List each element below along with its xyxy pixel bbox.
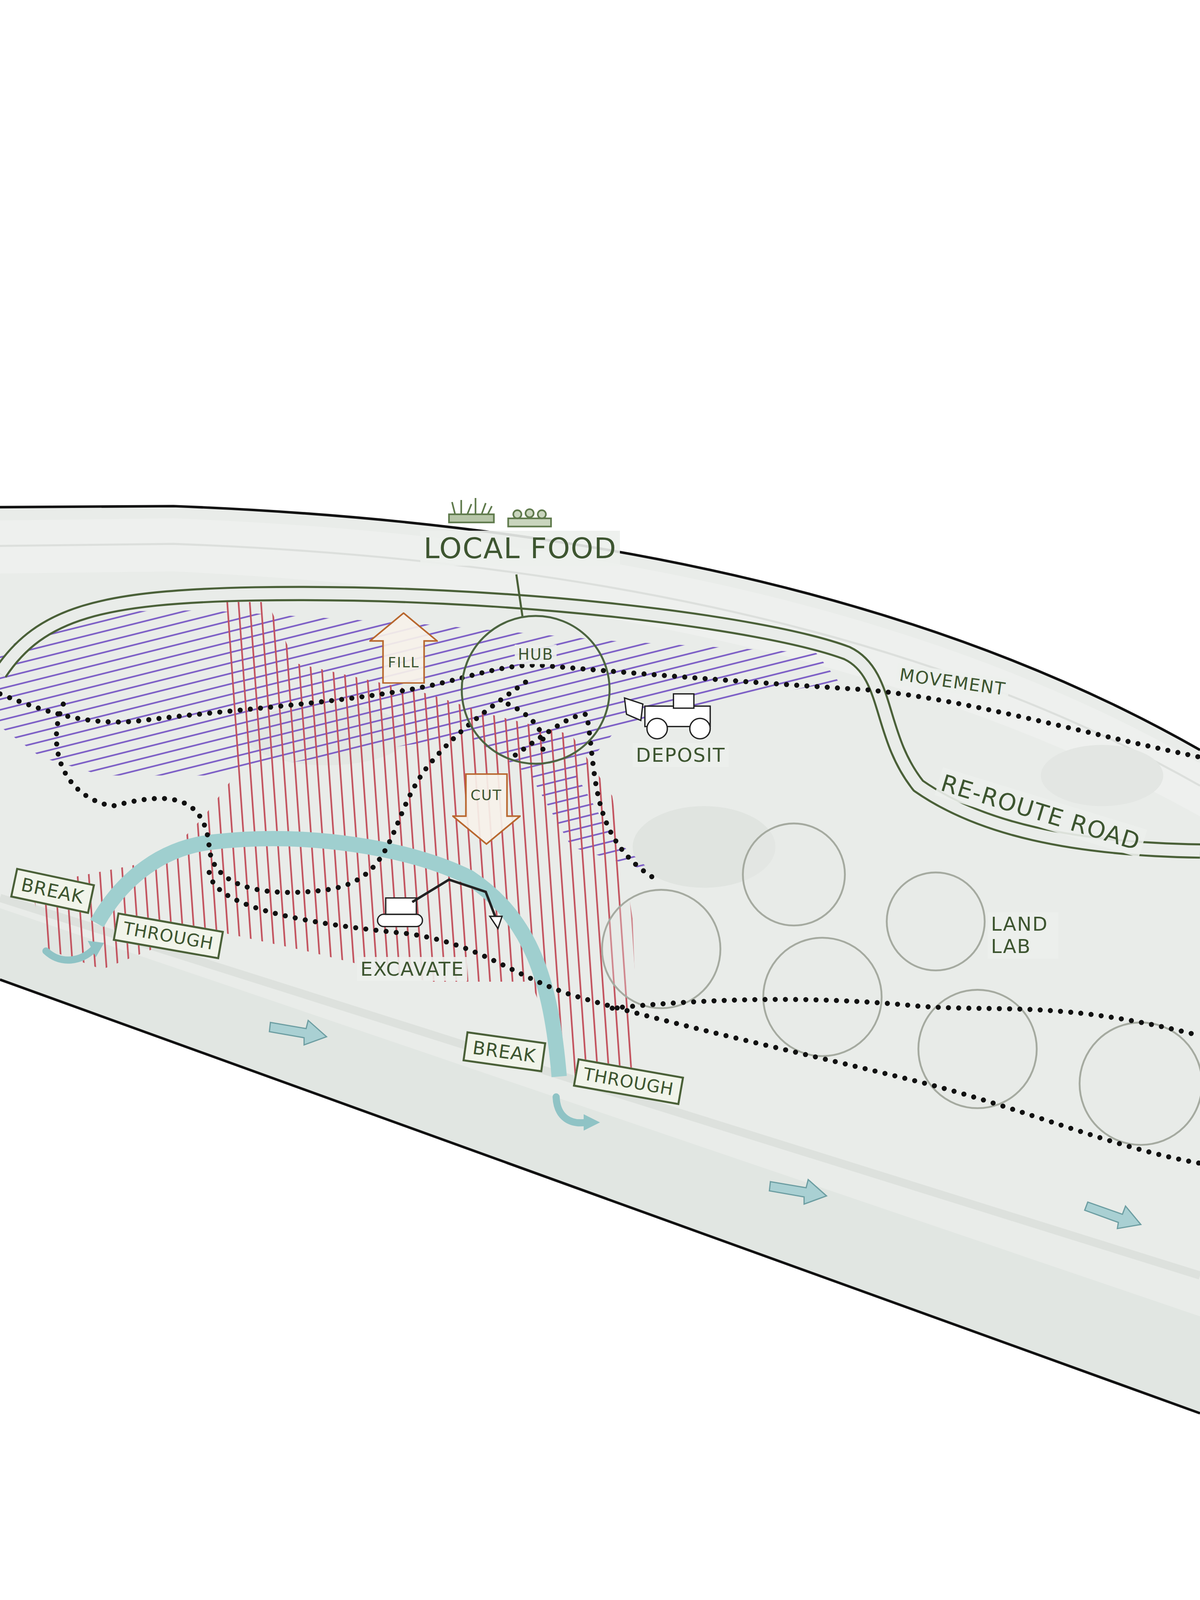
loader-icon (624, 694, 710, 740)
wheel (689, 718, 710, 739)
dotted-route (209, 872, 1200, 1164)
water-arrow-head (87, 940, 104, 957)
cut-arrow: CUT (452, 773, 521, 845)
boom (412, 879, 497, 919)
leader-line (516, 574, 523, 617)
wheel (647, 718, 668, 739)
hub-text: HUB (514, 644, 557, 665)
plot-circle (743, 823, 846, 926)
plot-circle (1079, 1022, 1200, 1145)
plant-icon (449, 498, 495, 523)
arrow-outline (452, 773, 521, 845)
arrow-shape (370, 613, 438, 684)
dotted-route (515, 714, 653, 878)
fill-arrow: FILL (369, 612, 438, 684)
flow-arrow (769, 1179, 827, 1204)
vegetable (537, 510, 546, 519)
water-arrow (45, 949, 94, 961)
water-arrow-head (583, 1114, 600, 1131)
dotted-route (507, 703, 544, 755)
flow-arrow (1084, 1201, 1142, 1229)
grass (452, 498, 493, 515)
tag-text: THROUGH (121, 917, 215, 954)
land-lab-plots (601, 823, 1200, 1146)
plot-circle (763, 937, 882, 1057)
zone-label: LAND LAB (987, 912, 1059, 959)
hub-ring (461, 615, 610, 764)
water-arrow (556, 1096, 586, 1123)
site-outline (0, 505, 1200, 1414)
hub-outline (460, 614, 612, 766)
road-label: RE-ROUTE ROAD (934, 767, 1147, 858)
break-tag: BREAK (9, 867, 95, 914)
arrow-outline (369, 612, 438, 684)
break-tag: BREAK (462, 1031, 547, 1073)
arrow-text: CUT (470, 786, 502, 804)
flow-arrow (269, 1020, 327, 1045)
action-label: DEPOSIT (632, 743, 729, 767)
tag-text: BREAK (471, 1036, 538, 1067)
plot-circle (601, 889, 721, 1008)
site-ground (0, 505, 1200, 1414)
tracks (377, 914, 423, 927)
arrow-text: FILL (388, 654, 420, 671)
dotted-route (612, 999, 1200, 1036)
cab (385, 898, 417, 915)
plot-circle (886, 872, 985, 971)
crate (507, 518, 551, 527)
planter (449, 514, 495, 523)
dotted-route (0, 665, 1200, 758)
vegetable (525, 509, 534, 518)
arrow-shape (452, 774, 520, 845)
heading-label: LOCAL FOOD (420, 530, 620, 566)
movement-routes (0, 665, 1200, 1164)
excavator-icon (377, 879, 502, 929)
aerial-patch (1040, 745, 1163, 807)
through-tag: THROUGH (572, 1058, 685, 1106)
vegetable (513, 510, 522, 519)
cut-hatch (30, 601, 639, 1084)
dotted-route (56, 678, 531, 893)
through-tag: THROUGH (112, 912, 225, 960)
water-channel (96, 838, 559, 1077)
tag-text: THROUGH (581, 1064, 675, 1100)
tag-text: BREAK (19, 873, 86, 908)
action-label: EXCAVATE (356, 956, 468, 981)
vegetable-icon (507, 509, 551, 527)
route-label: MOVEMENT (894, 663, 1010, 701)
bucket (489, 916, 502, 929)
hub-circle: HUB (460, 614, 612, 766)
loader-cab (673, 694, 694, 709)
loader-bucket (624, 698, 643, 721)
